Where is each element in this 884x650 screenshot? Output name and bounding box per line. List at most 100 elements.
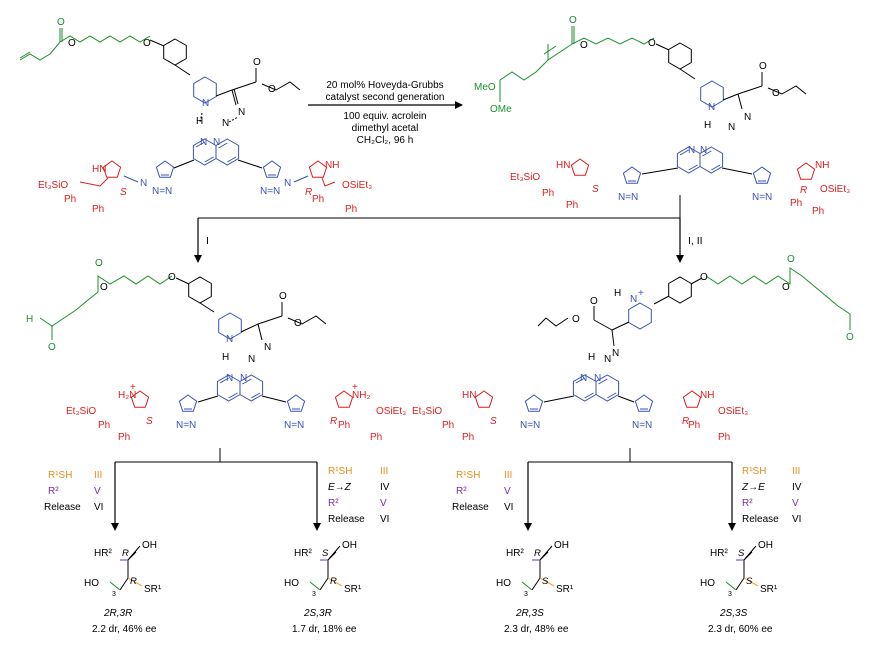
svg-text:HN: HN <box>556 160 570 171</box>
svg-text:Z→E: Z→E <box>741 482 765 493</box>
product-c3-descriptor: S <box>746 576 753 587</box>
svg-text:N=N: N=N <box>260 186 280 197</box>
svg-text:IV: IV <box>380 482 390 493</box>
conditions-line-1: 20 mol% Hoveyda-Grubbs <box>326 80 443 91</box>
svg-text:IV: IV <box>792 482 802 493</box>
branch-label-right: I, II <box>688 235 703 247</box>
svg-text:N: N <box>708 102 715 113</box>
svg-text:N: N <box>688 145 695 156</box>
product-c3-descriptor: S <box>542 576 549 587</box>
svg-text:Et₃SiO: Et₃SiO <box>66 406 96 417</box>
svg-text:Et₃SiO: Et₃SiO <box>510 172 540 183</box>
svg-text:III: III <box>94 470 102 481</box>
product-sr1-bond <box>327 577 343 587</box>
conditions-line-3: 100 equiv. acrolein <box>343 111 426 122</box>
product-subscript-n: 3 <box>728 591 732 598</box>
svg-text:N: N <box>580 373 587 384</box>
svg-text:H: H <box>588 352 595 363</box>
product-ho: HO <box>496 578 511 589</box>
svg-text:HN: HN <box>92 164 106 175</box>
product-sr1-bond <box>127 577 143 587</box>
svg-text:H: H <box>26 314 33 325</box>
product-ho: HO <box>284 578 299 589</box>
product-ho: HO <box>84 578 99 589</box>
svg-text:N: N <box>202 98 209 109</box>
product-oh-top: OH <box>554 540 569 551</box>
svg-text:N: N <box>222 118 229 129</box>
svg-text:N: N <box>264 342 271 353</box>
svg-text:N: N <box>630 294 637 305</box>
svg-text:O: O <box>48 342 56 353</box>
svg-text:Ph: Ph <box>566 200 578 211</box>
svg-text:HN: HN <box>462 390 476 401</box>
product-hr2: HR² <box>506 548 524 559</box>
svg-text:N=N: N=N <box>752 192 772 203</box>
aldehyde-intermediate: H O O O O N N O O H N N N N=N N=N H₂N + … <box>26 258 406 443</box>
product-linker-bond <box>109 581 121 591</box>
svg-text:Ph: Ph <box>312 194 324 205</box>
svg-text:V: V <box>504 486 511 497</box>
svg-text:Ph: Ph <box>64 194 76 205</box>
product-oh-top: OH <box>142 540 157 551</box>
svg-text:O: O <box>168 272 176 283</box>
product-result: 2.2 dr, 46% ee <box>92 624 157 635</box>
product-result: 2.3 dr, 60% ee <box>708 624 773 635</box>
product-c2-descriptor: S <box>738 548 745 559</box>
product-ho: HO <box>700 578 715 589</box>
product-linker-bond <box>725 581 737 591</box>
svg-text:R: R <box>305 187 312 198</box>
svg-text:OSiEt₃: OSiEt₃ <box>342 180 372 191</box>
svg-text:O: O <box>787 254 795 265</box>
svg-text:Ph: Ph <box>370 432 382 443</box>
product-sr1: SR¹ <box>144 584 162 595</box>
svg-text:+: + <box>352 382 358 393</box>
product-label: 2R,3R <box>103 608 132 619</box>
product-sr1: SR¹ <box>344 584 362 595</box>
svg-text:N=N: N=N <box>520 420 540 431</box>
svg-text:OSiEt₃: OSiEt₃ <box>376 406 406 417</box>
svg-text:Ph: Ph <box>812 206 824 217</box>
conditions-line-5: CH₂Cl₂, 96 h <box>357 135 414 146</box>
sequence-2: R¹SH III E→Z IV R² V Release VI <box>328 466 390 525</box>
svg-text:H: H <box>704 120 711 131</box>
branch-line <box>198 195 681 219</box>
product-c2-descriptor: R <box>534 548 541 559</box>
svg-text:N: N <box>604 354 611 365</box>
svg-text:MeO: MeO <box>474 82 496 93</box>
svg-text:VI: VI <box>380 514 389 525</box>
product-label: 2R,3S <box>515 608 544 619</box>
metathesis-product: O O O MeO OMe N N O O H N N N N=N N=N HN… <box>474 15 850 217</box>
svg-text:N: N <box>612 348 619 359</box>
svg-text:S: S <box>490 416 497 427</box>
svg-text:H: H <box>614 288 621 299</box>
product-c2-descriptor: R <box>122 548 129 559</box>
svg-text:III: III <box>504 470 512 481</box>
svg-text:NH₂: NH₂ <box>352 390 370 401</box>
conditions-line-4: dimethyl acetal <box>352 123 419 134</box>
svg-text:E→Z: E→Z <box>328 482 352 493</box>
svg-text:Et₃SiO: Et₃SiO <box>38 180 68 191</box>
svg-text:NH: NH <box>325 160 339 171</box>
svg-text:R²: R² <box>742 498 753 509</box>
svg-text:NH: NH <box>700 390 714 401</box>
svg-text:O: O <box>772 88 780 99</box>
svg-text:N=N: N=N <box>176 420 196 431</box>
svg-text:N=N: N=N <box>632 420 652 431</box>
svg-text:R¹SH: R¹SH <box>48 470 72 481</box>
svg-text:V: V <box>94 486 101 497</box>
svg-text:O: O <box>57 17 65 28</box>
svg-text:R²: R² <box>456 486 467 497</box>
svg-text:N: N <box>200 137 207 148</box>
svg-text:Ph: Ph <box>790 198 802 209</box>
product-sr1-bond <box>539 577 555 587</box>
svg-text:R¹SH: R¹SH <box>456 470 480 481</box>
svg-text:O: O <box>782 282 790 293</box>
product-sr1-bond <box>743 577 759 587</box>
svg-text:O: O <box>590 296 598 307</box>
product-oh-top: OH <box>758 540 773 551</box>
product-c3-descriptor: R <box>330 576 337 587</box>
